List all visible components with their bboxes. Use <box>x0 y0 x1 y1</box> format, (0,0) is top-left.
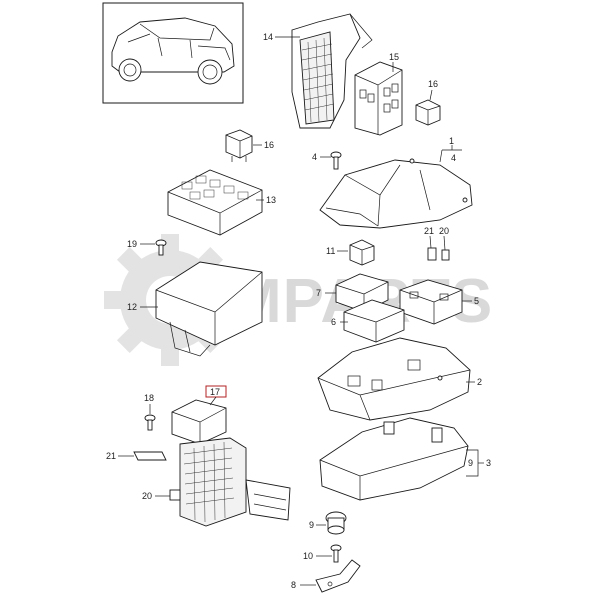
part-21-fuse-right <box>427 247 437 261</box>
callout-18: 18 <box>144 393 154 403</box>
part-6-relay-block <box>343 299 405 343</box>
part-14-relay-bracket <box>291 13 373 129</box>
part-2-housing <box>317 337 471 421</box>
callout-2: 2 <box>477 377 482 387</box>
callout-21-right: 21 <box>424 226 434 236</box>
part-11-relay <box>349 239 375 266</box>
part-10-bolt <box>330 544 342 563</box>
part-9-grommet <box>325 511 347 535</box>
part-1-cover <box>319 158 473 229</box>
part-3-lower-housing <box>319 417 469 501</box>
callout-12: 12 <box>127 302 137 312</box>
callout-8: 8 <box>291 580 296 590</box>
part-12-base-tray <box>155 261 263 357</box>
callout-3: 3 <box>486 458 491 468</box>
callout-9: 9 <box>309 520 314 530</box>
callout-14: 14 <box>263 32 273 42</box>
part-4-screw <box>330 151 342 170</box>
part-20-fuse-left <box>169 489 181 501</box>
callout-20-left: 20 <box>142 491 152 501</box>
callout-6: 6 <box>331 317 336 327</box>
callout-17: 17 <box>210 387 220 397</box>
callout-13: 13 <box>266 195 276 205</box>
part-5-relay-block <box>399 279 463 325</box>
callout-21-left: 21 <box>106 451 116 461</box>
callout-4-screw: 4 <box>312 152 317 162</box>
part-20-fuse-right <box>441 249 450 261</box>
callout-4-cover: 4 <box>451 153 456 163</box>
part-21-fuse-left <box>133 451 167 461</box>
part-19-screw <box>155 239 167 256</box>
callout-9-bracket: 9 <box>468 458 473 468</box>
part-8-bracket <box>315 559 361 593</box>
part-15-relay-block <box>354 61 403 136</box>
part-13-fuse-carrier <box>167 169 263 236</box>
part-17-connector-block <box>171 399 291 527</box>
callout-19: 19 <box>127 239 137 249</box>
vehicle-thumbnail <box>102 2 244 104</box>
callout-15: 15 <box>389 52 399 62</box>
callout-20-right: 20 <box>439 226 449 236</box>
callout-5: 5 <box>474 296 479 306</box>
part-16-relay-top <box>415 99 441 126</box>
callout-10: 10 <box>303 551 313 561</box>
callout-16-top: 16 <box>428 79 438 89</box>
part-16-relay-left <box>225 129 253 162</box>
callout-11: 11 <box>326 246 335 256</box>
part-18-screw <box>144 414 156 431</box>
callout-16-left: 16 <box>264 140 274 150</box>
callout-7: 7 <box>316 288 321 298</box>
callout-1: 1 <box>449 136 454 146</box>
